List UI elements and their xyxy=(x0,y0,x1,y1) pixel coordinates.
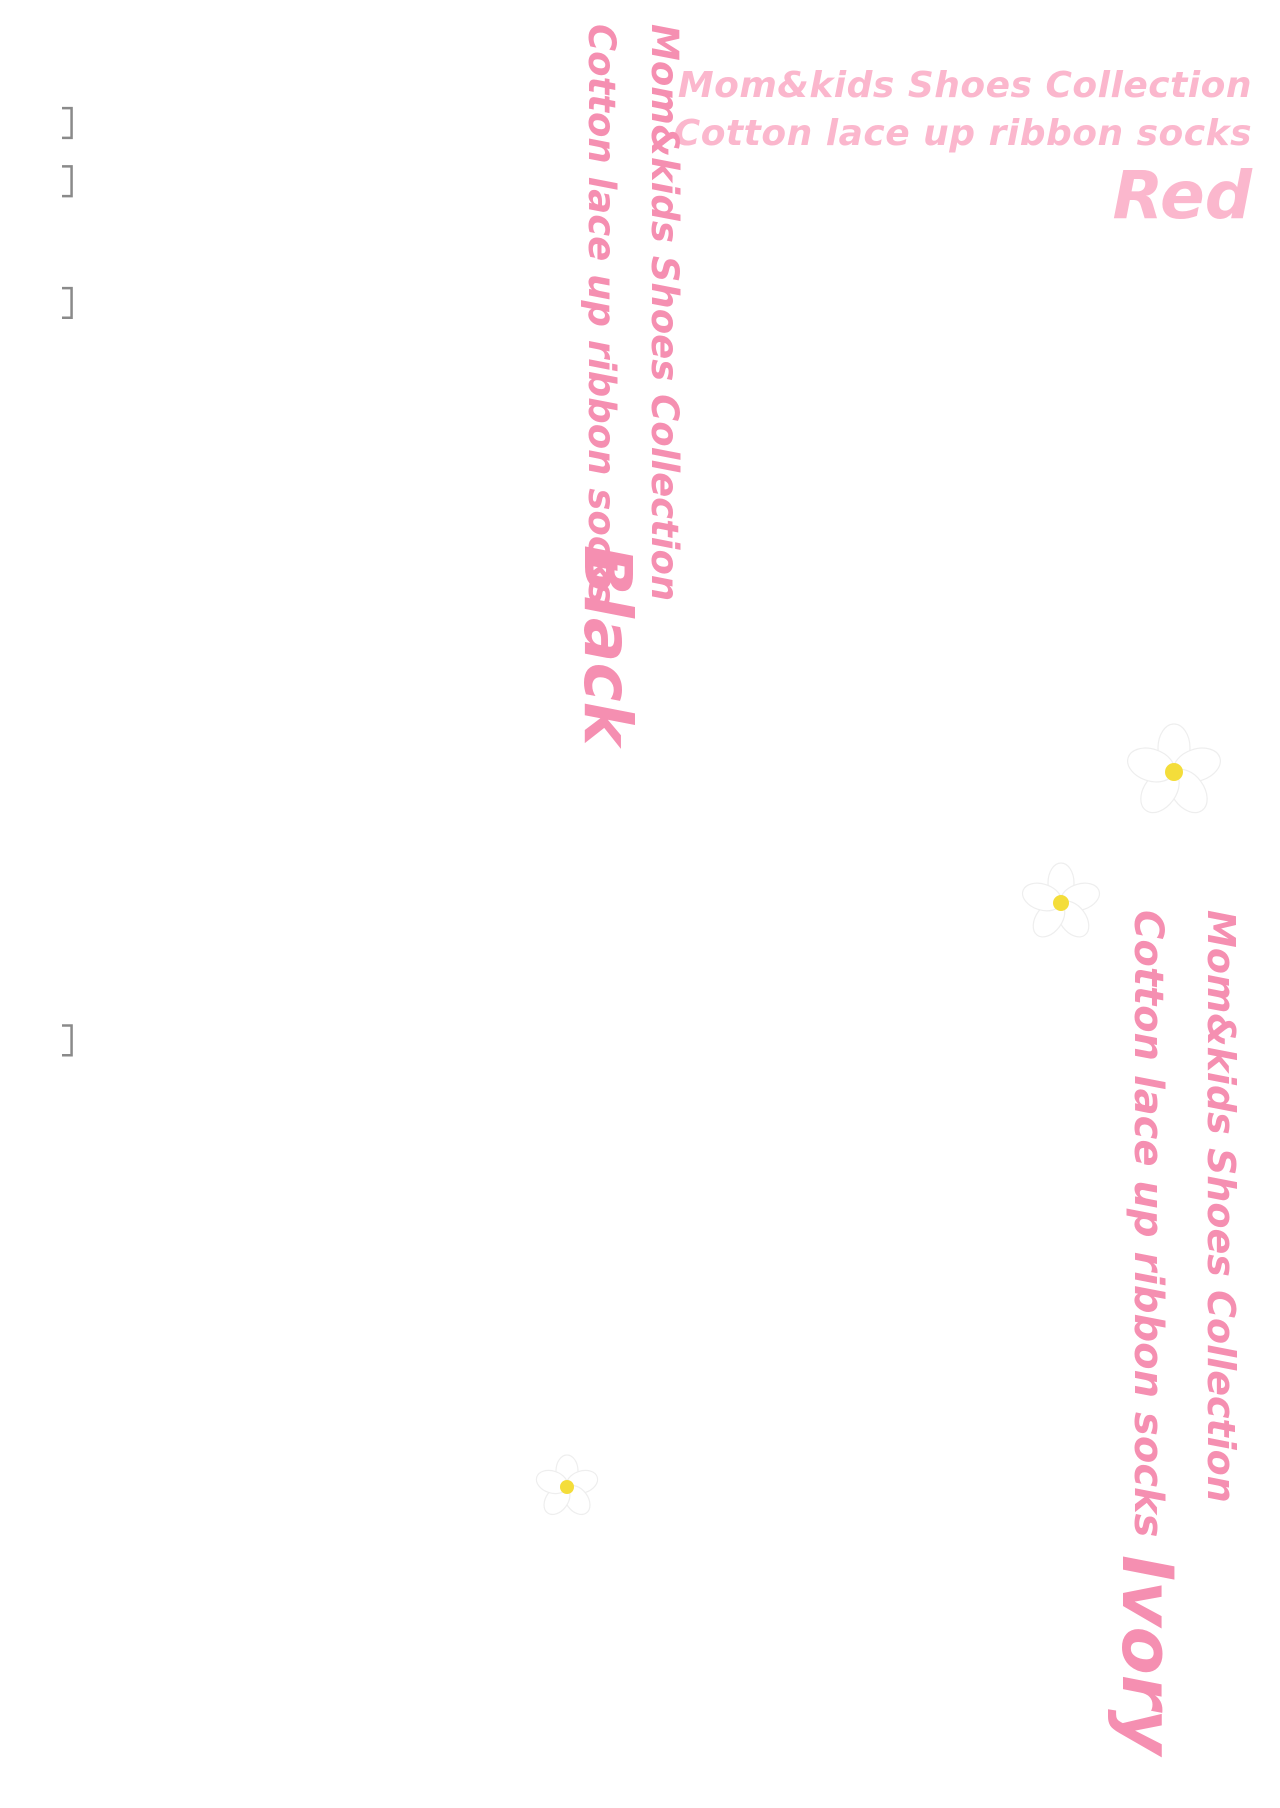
collection-text: Mom&kids Shoes Collection xyxy=(677,65,1252,106)
label-ivory-product: Cotton lace up ribbon socks xyxy=(1125,910,1171,1538)
label-ivory-color: Ivory xyxy=(1106,1555,1188,1755)
collection-text: Mom&kids Shoes Collection xyxy=(1199,910,1243,1503)
color-name: Black xyxy=(569,545,646,746)
flower-icon xyxy=(1021,862,1101,938)
collection-text: Mom&kids Shoes Collection xyxy=(643,24,686,602)
flower-icon xyxy=(535,1454,599,1516)
label-black-product: Cotton lace up ribbon socks xyxy=(580,24,623,605)
label-red: Mom&kids Shoes Collection Cotton lace up… xyxy=(674,62,1252,234)
product-text: Cotton lace up ribbon socks xyxy=(673,113,1252,154)
page-title: ribbon socks xyxy=(62,10,99,1150)
color-name: Ivory xyxy=(1106,1555,1188,1755)
page-title-outline: ribbon socks xyxy=(62,10,101,1150)
label-black-collection: Mom&kids Shoes Collection xyxy=(643,24,686,602)
flower-icon xyxy=(1127,723,1221,814)
label-ivory-collection: Mom&kids Shoes Collection xyxy=(1199,910,1243,1503)
color-name: Red xyxy=(1112,157,1252,234)
product-text: Cotton lace up ribbon socks xyxy=(1125,910,1171,1538)
product-text: Cotton lace up ribbon socks xyxy=(580,24,623,605)
label-black-color: Black xyxy=(569,545,646,745)
